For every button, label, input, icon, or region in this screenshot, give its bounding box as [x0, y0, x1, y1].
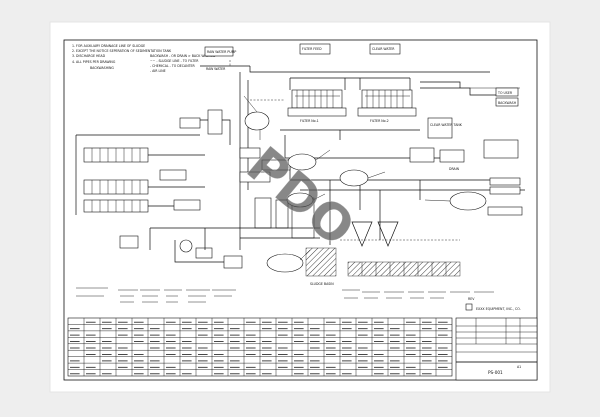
svg-text:REV: REV [468, 297, 475, 301]
middle-equipment [239, 147, 320, 239]
raw-water-label: RAW WATER [206, 67, 226, 71]
svg-text:EXXX EQUIPMENT, INC., CO.: EXXX EQUIPMENT, INC., CO. [476, 307, 521, 311]
svg-text:SLUDGE BASIN: SLUDGE BASIN [310, 282, 334, 286]
legend-block: BACKWASH - OR DRAIN > BACK WASHED ~~ - S… [150, 54, 216, 73]
legend-line-3: - CHEMICAL - TO DECANTER [150, 64, 196, 68]
main-pipelines [200, 60, 525, 250]
bottom-left-listing [76, 287, 236, 303]
right-equipment: TO USER BACKWASH CLEAR WATER TANK DRAIN [409, 87, 523, 216]
filter-unit-2: FILTER No.2 [357, 89, 417, 123]
bottom-mid-listing: REV EXXX EQUIPMENT, INC., CO. [342, 289, 521, 311]
svg-text:FILTER No.1: FILTER No.1 [300, 119, 319, 123]
legend-line-1: BACKWASH - OR DRAIN > BACK WASHED [150, 54, 216, 58]
svg-text:FILTER No.2: FILTER No.2 [370, 119, 389, 123]
left-tank-train [75, 109, 243, 269]
svg-text:CLEAR WATER: CLEAR WATER [372, 47, 395, 51]
note-1: 1. FOR AUXILIARY DRAINAGE LINE OF SLUDGE [72, 44, 145, 48]
drawing-border [63, 39, 538, 381]
note-4: 4. ALL PIPES PER DRAWING [72, 60, 116, 64]
notes-block: 1. FOR AUXILIARY DRAINAGE LINE OF SLUDGE… [72, 44, 172, 70]
svg-text:RAW WATER PUMP: RAW WATER PUMP [207, 50, 236, 54]
top-header-tags: RAW WATER PUMP FILTER FEED CLEAR WATER R… [204, 43, 401, 71]
svg-text:TO USER: TO USER [497, 91, 513, 95]
drawing-number: PS-001 [488, 370, 503, 375]
svg-text:DRAIN: DRAIN [449, 167, 460, 171]
note-2: 2. EXCEPT THE NOTICE SEPERATION OF SEDIM… [72, 49, 172, 53]
sludge-basin: SLUDGE BASIN [305, 247, 461, 286]
thickener-cones [351, 221, 399, 247]
svg-text:CLEAR WATER TANK: CLEAR WATER TANK [430, 123, 463, 127]
equipment-table [67, 317, 453, 377]
title-block: PS-001 A1 [455, 317, 538, 381]
svg-text:BACKWASH: BACKWASH [498, 101, 517, 105]
legend-line-2: ~~ - SLUDGE LINE - TO FILTER [150, 59, 199, 63]
callout-bubbles [243, 95, 487, 273]
filter-unit-1: FILTER No.1 [287, 89, 347, 123]
note-5: BACKWASHING [90, 66, 114, 70]
note-3: 3. DISCHARGE HEAD [72, 54, 106, 58]
legend-line-4: - AIR LINE [150, 69, 166, 73]
svg-text:A1: A1 [517, 365, 521, 369]
svg-text:FILTER FEED: FILTER FEED [302, 47, 322, 51]
